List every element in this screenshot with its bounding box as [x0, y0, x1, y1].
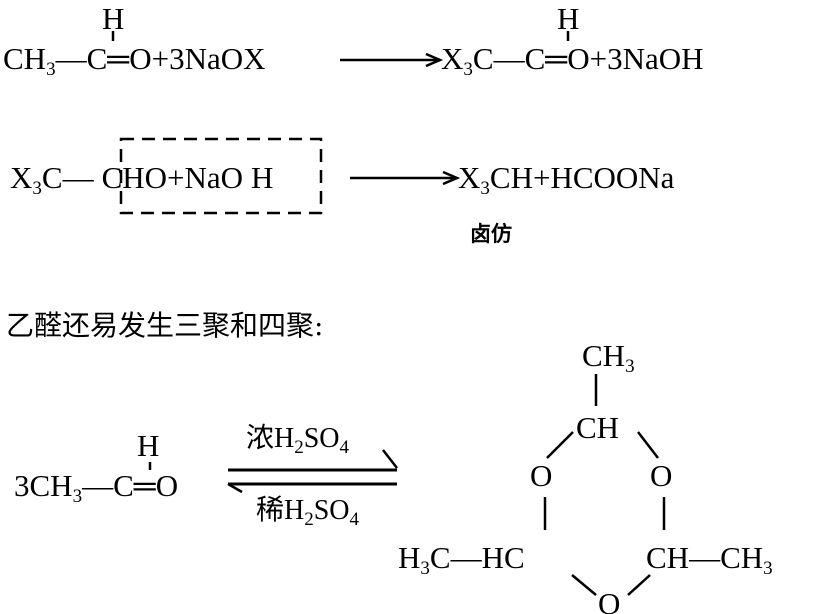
formula-part: X: [10, 160, 33, 195]
subscript: 4: [349, 509, 360, 530]
arrowhead: [227, 482, 243, 494]
ring-oxygen-bottom: O: [598, 586, 621, 614]
ring-bond: [546, 431, 574, 459]
condition-dilute: 稀H2SO4: [256, 495, 359, 530]
formula-part: X: [441, 41, 464, 76]
subscript: 3: [625, 356, 635, 377]
arrowhead: [382, 449, 398, 469]
hydrogen-atom: H: [557, 1, 580, 36]
subscript: 3: [763, 558, 773, 579]
subscript: 3: [72, 486, 83, 507]
subscript: 3: [420, 558, 430, 579]
reactant-formula: 3CH3—C═O: [14, 468, 179, 506]
formula-part: C—C═O+3NaOH: [472, 41, 704, 76]
arrowhead: [442, 170, 461, 186]
formula-part: —C═O+3NaOX: [55, 41, 266, 76]
ring-right-group: CH—CH3: [646, 540, 773, 578]
product-formula: X3C—C═O+3NaOH: [441, 41, 704, 79]
formula-part: —C═O: [82, 468, 179, 503]
hydrogen-atom: H: [137, 428, 160, 463]
statement-text: 乙醛还易发生三聚和四聚:: [6, 309, 324, 342]
formula-part: C—HC: [429, 540, 525, 575]
formula-part: CHO+NaO: [101, 160, 244, 195]
haloform-label: 卤仿: [470, 222, 512, 246]
subscript: 2: [304, 509, 314, 530]
subscript: 3: [32, 178, 42, 199]
subscript: 2: [294, 437, 304, 458]
arrowhead: [425, 52, 444, 68]
formula-part: CH: [3, 41, 47, 76]
ring-bond: [627, 574, 651, 596]
ring-methyl-top: CH3: [582, 338, 635, 376]
ring-bond: [571, 574, 597, 596]
formula-part: CH: [582, 338, 626, 373]
formula-part: H: [398, 540, 421, 575]
formula-part: SO: [313, 495, 350, 526]
subscript: 4: [339, 437, 350, 458]
subscript: 3: [463, 59, 473, 80]
formula-part: 3CH: [14, 468, 73, 503]
reactant-formula: CH3—C═O+3NaOX: [3, 41, 266, 79]
formula-part: CH—CH: [646, 540, 764, 575]
subscript: 3: [480, 178, 490, 199]
formula-part: SO: [303, 423, 340, 454]
subscript: 3: [46, 59, 56, 80]
ring-left-group: H3C—HC: [398, 540, 525, 578]
formula-part: H: [251, 160, 274, 195]
hydrogen-atom: H: [102, 1, 125, 36]
condition-concentrated: 浓H2SO4: [246, 423, 349, 458]
ring-oxygen-right: O: [650, 458, 673, 493]
formula-part: CH+HCOONa: [489, 160, 675, 195]
formula-part: C—: [41, 160, 94, 195]
formula-part: 稀H: [256, 495, 305, 526]
formula-part: 浓H: [246, 423, 295, 454]
ring-oxygen-left: O: [530, 458, 553, 493]
product-formula: X3CH+HCOONa: [458, 160, 675, 198]
formula-part: X: [458, 160, 481, 195]
ring-bond: [637, 431, 659, 459]
dashed-box: [119, 137, 323, 215]
ring-ch-top: CH: [576, 410, 620, 445]
